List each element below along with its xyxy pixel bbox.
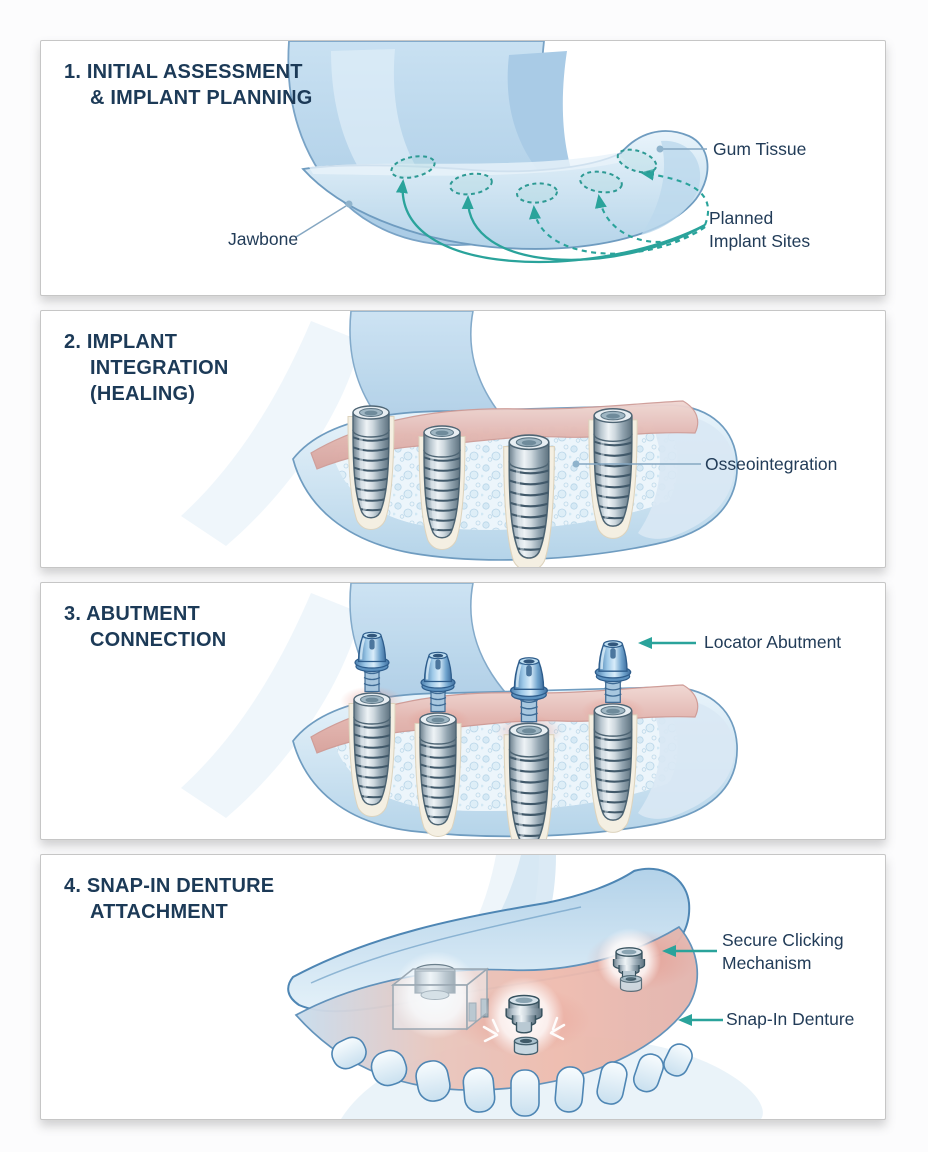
panel-step1-initial-assessment: 1. INITIAL ASSESSMENT & IMPLANT PLANNING…	[40, 40, 886, 296]
implant-healing-illustration	[181, 311, 738, 567]
snap-in-denture-label: Snap-In Denture	[726, 1009, 855, 1029]
step3-title: 3. ABUTMENT CONNECTION	[64, 601, 226, 653]
step1-title-line2: & IMPLANT PLANNING	[90, 87, 313, 109]
step4-title-line2: ATTACHMENT	[90, 901, 228, 923]
step4-title: 4. SNAP-IN DENTURE ATTACHMENT	[64, 873, 274, 925]
ridge-highlight	[309, 153, 626, 176]
snap-sparks	[482, 1016, 566, 1043]
bone-front-face	[638, 414, 735, 539]
step1-title-line1: 1. INITIAL ASSESSMENT	[64, 61, 303, 83]
housing-box	[390, 963, 490, 1031]
dental-implants	[347, 406, 638, 567]
step4-title-line1: 4. SNAP-IN DENTURE	[64, 875, 275, 897]
snap-in-denture-illustration	[287, 855, 763, 1119]
step3-title-line1: 3. ABUTMENT	[64, 603, 200, 625]
jawbone-planning-illustration	[287, 41, 710, 264]
step1-title: 1. INITIAL ASSESSMENT & IMPLANT PLANNING	[64, 59, 312, 111]
step2-title-line3: (HEALING)	[90, 383, 196, 405]
planned-implant-sites-label: Planned Implant Sites	[709, 208, 811, 251]
leader-dot-jawbone	[345, 200, 353, 208]
gum-tissue-label: Gum Tissue	[713, 139, 807, 159]
jaw-ghost-band	[181, 321, 361, 546]
leader-lines	[295, 148, 707, 238]
abutment-top-2	[619, 974, 643, 993]
locator-abutment-label: Locator Abutment	[704, 632, 842, 652]
abutment-connection-illustration	[181, 583, 738, 839]
planning-arrows	[395, 168, 710, 264]
denture-teeth	[331, 1036, 693, 1117]
secure-clicking-mechanism-label: Secure Clicking Mechanism	[722, 930, 844, 973]
chin-shading	[641, 140, 701, 235]
step2-title: 2. IMPLANT INTEGRATION (HEALING)	[64, 329, 229, 407]
planned-implant-site-markers	[390, 148, 658, 204]
panel-step4-snap-in-denture: 4. SNAP-IN DENTURE ATTACHMENT Secure Cli…	[40, 854, 886, 1120]
implants-with-abutments	[348, 631, 638, 839]
step2-title-line2: INTEGRATION	[90, 357, 229, 379]
jaw-ghost-band	[181, 593, 361, 818]
leader-dot-osseointegration	[572, 460, 580, 468]
step3-title-line2: CONNECTION	[90, 629, 227, 651]
flange-inner-line	[310, 906, 582, 984]
abutment-top-1	[513, 1036, 539, 1056]
ramus-highlight	[331, 49, 427, 199]
leader-dot-gum	[656, 145, 664, 153]
step2-title-line1: 2. IMPLANT	[64, 331, 178, 353]
jawbone-label: Jawbone	[228, 229, 299, 249]
panel-step2-implant-integration: 2. IMPLANT INTEGRATION (HEALING) Osseoin…	[40, 310, 886, 568]
osseointegration-label: Osseointegration	[705, 454, 838, 474]
panel-step3-abutment-connection: 3. ABUTMENT CONNECTION Locator Abutment	[40, 582, 886, 840]
bone-front-face	[638, 698, 735, 819]
